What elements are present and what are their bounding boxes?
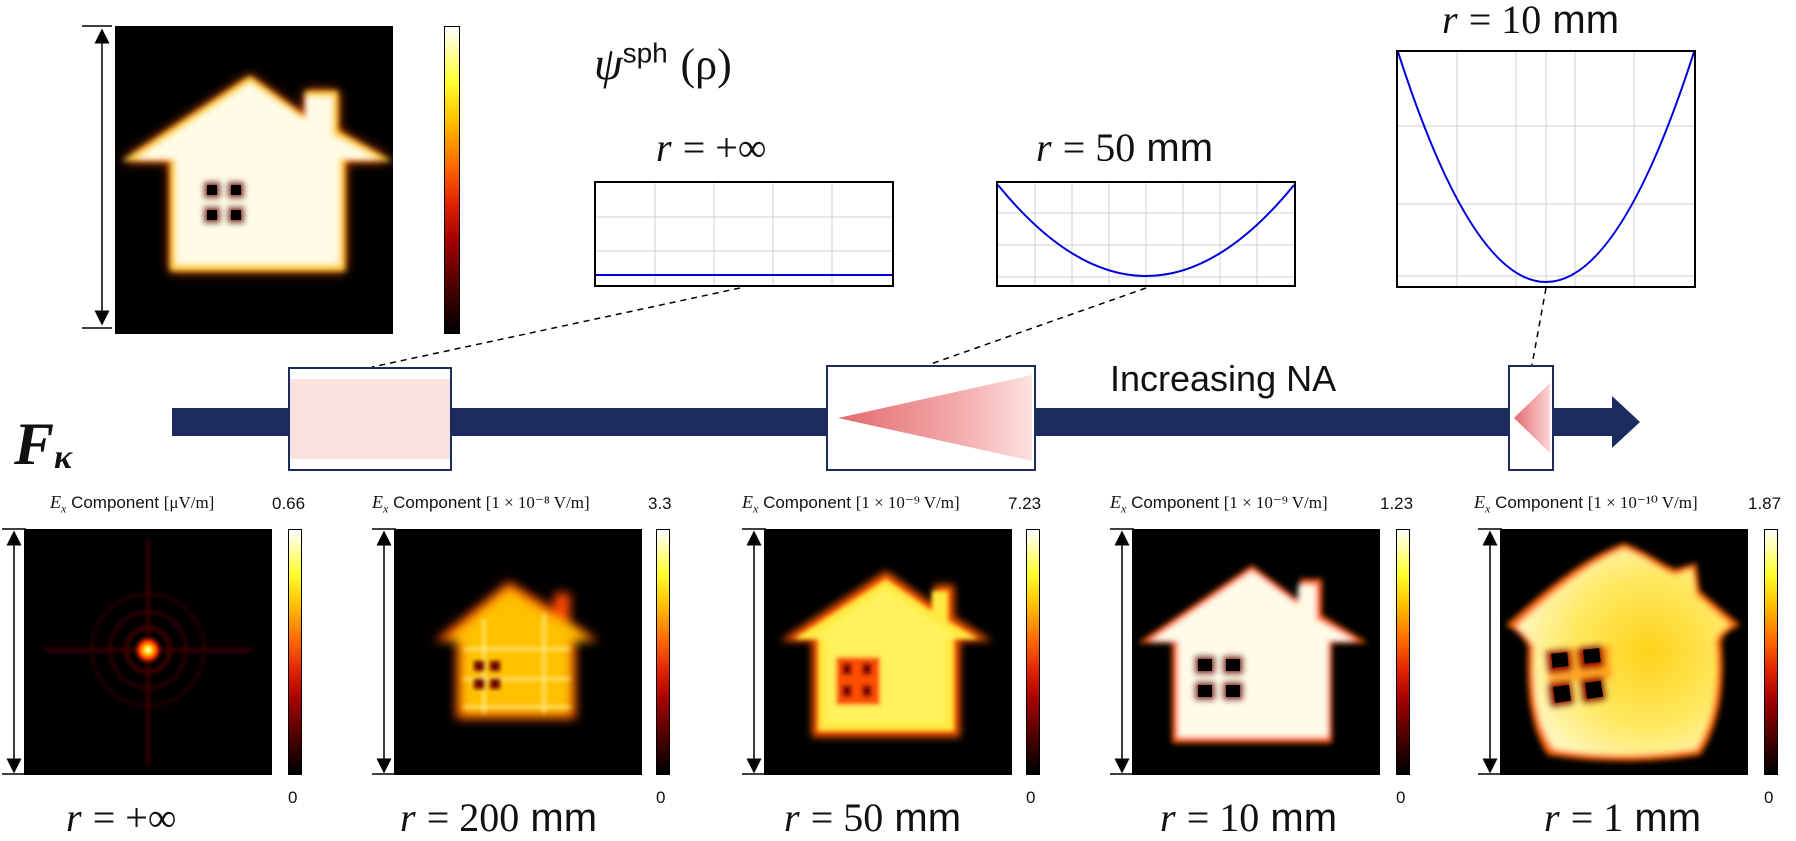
profile-plot-10mm [1396,50,1696,288]
panel-2-min: 0 [1026,788,1036,807]
panel-0-header: Ex Component [μV/m] [50,492,215,516]
profile-label-10mm: r = 10 mm [1442,0,1620,42]
panel-4-header: Ex Component [1 × 10⁻¹⁰ V/m] [1474,492,1698,516]
profile-label-50mm: r = 50 mm [1036,125,1214,170]
profile-plot-50mm [996,181,1296,287]
aperture-box-10mm [1508,365,1554,471]
panel-0-height-arrow [2,528,26,775]
panel-4-field-image [1500,529,1748,775]
source-height-arrow [82,25,112,329]
panel-2-height-arrow [742,528,766,775]
panel-4-min: 0 [1764,788,1774,807]
increasing-na-label: Increasing NA [1110,358,1337,399]
panel-3-header: Ex Component [1 × 10⁻⁹ V/m] [1110,492,1328,516]
source-colorbar [444,26,460,334]
panel-3-colorbar [1396,529,1410,775]
profile-curve-10mm [1397,51,1695,283]
panel-3-min: 0 [1396,788,1406,807]
psi-label: ψsph (ρ) [594,37,732,89]
panel-2-field-image [764,529,1012,775]
panel-3-max: 1.23 [1380,494,1414,513]
aperture-box-50mm [826,365,1036,471]
plane-wave-fill [290,379,450,459]
source-house-image [115,26,393,334]
panel-1-r-label: r = 200 mm [400,795,598,840]
panel-0-field-image [24,529,272,775]
panel-0-r-label: r = +∞ [66,795,177,840]
panel-2-header: Ex Component [1 × 10⁻⁹ V/m] [742,492,960,516]
panel-1-height-arrow [372,528,396,775]
panel-0-min: 0 [288,788,298,807]
panel-3-height-arrow [1110,528,1134,775]
panel-2-r-label: r = 50 mm [784,795,962,840]
panel-1-colorbar [656,529,670,775]
panel-3-field-image [1132,529,1380,775]
profile-plot-flat [594,181,894,287]
panel-0-central-spot [132,634,164,666]
panel-4-colorbar [1764,529,1778,775]
panel-4-r-label: r = 1 mm [1544,795,1702,840]
panel-1-max: 3.3 [648,494,672,513]
profile-curve-50mm [997,184,1295,277]
panel-0-max: 0.66 [272,494,306,513]
panel-4-height-arrow [1478,528,1502,775]
aperture-box-flat [288,367,452,471]
panel-2-max: 7.23 [1008,494,1042,513]
cone-10mm [1514,383,1550,453]
panel-4-max: 1.87 [1748,494,1782,513]
panel-1-header: Ex Component [1 × 10⁻⁸ V/m] [372,492,590,516]
panel-1-field-image [394,529,642,775]
cone-50mm [838,375,1032,461]
fourier-label: Fκ [14,411,73,477]
panel-3-r-label: r = 10 mm [1160,795,1338,840]
panel-1-min: 0 [656,788,666,807]
panel-0-colorbar [288,529,302,775]
profile-label-inf: r = +∞ [656,125,767,170]
panel-2-colorbar [1026,529,1040,775]
